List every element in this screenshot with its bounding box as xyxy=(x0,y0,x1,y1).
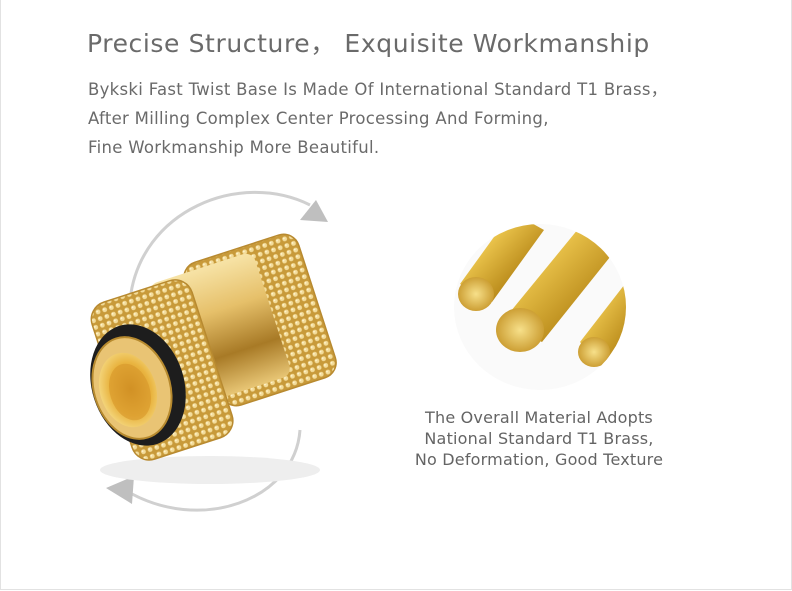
rotate-arrow-icon xyxy=(128,190,328,301)
rotate-arrow-icon xyxy=(106,429,302,512)
description-line: Bykski Fast Twist Base Is Made Of Intern… xyxy=(88,80,668,99)
headline: Precise Structure， Exquisite Workmanship xyxy=(87,29,650,58)
material-caption: The Overall Material Adopts National Sta… xyxy=(396,407,682,470)
caption-line: National Standard T1 Brass, xyxy=(424,429,654,448)
brass-fitting-illustration xyxy=(90,190,337,512)
description-line: Fine Workmanship More Beautiful. xyxy=(88,138,380,157)
description-line: After Milling Complex Center Processing … xyxy=(88,109,549,128)
caption-line: The Overall Material Adopts xyxy=(425,408,653,427)
description: Bykski Fast Twist Base Is Made Of Intern… xyxy=(88,75,668,162)
caption-line: No Deformation, Good Texture xyxy=(414,450,664,469)
brass-rods-image xyxy=(454,224,626,390)
